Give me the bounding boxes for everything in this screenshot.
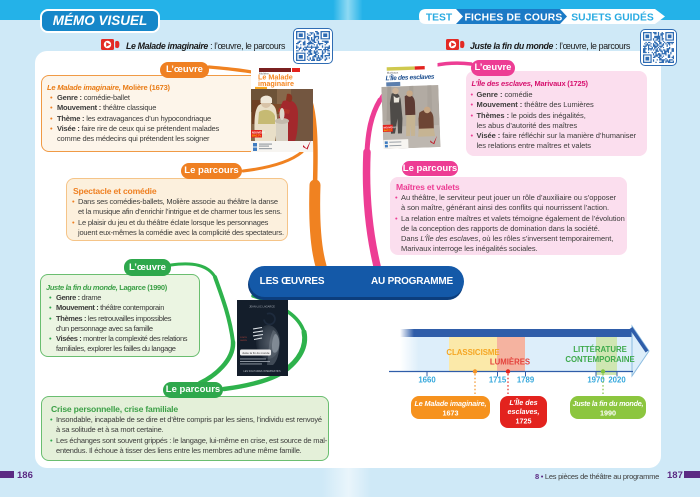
svg-text:NOUVEAU: NOUVEAU [252, 131, 265, 135]
svg-text:1660: 1660 [418, 376, 436, 385]
svg-text:2020: 2020 [608, 376, 626, 385]
svg-text:SUJETS GUIDÉS: SUJETS GUIDÉS [571, 11, 654, 24]
svg-text:1970: 1970 [587, 376, 605, 385]
svg-text:1990: 1990 [600, 409, 616, 418]
svg-text:L’Île des: L’Île des [509, 398, 537, 407]
svg-text:FICHES DE COURS: FICHES DE COURS [465, 13, 563, 24]
svg-text:Marivaux: Marivaux [387, 70, 399, 74]
svg-text:NOUVEAU: NOUVEAU [384, 126, 396, 129]
svg-text:JEAN-LUC LAGARCE: JEAN-LUC LAGARCE [249, 305, 275, 309]
svg-text:Molière: Molière [259, 71, 269, 75]
svg-text:esclaves,: esclaves, [508, 407, 540, 416]
svg-text:LUMIÈRES: LUMIÈRES [490, 358, 530, 367]
svg-text:1673: 1673 [443, 409, 459, 418]
svg-text:JUSTE: JUSTE [240, 337, 247, 339]
svg-text:Juste la fin du monde: Juste la fin du monde [242, 351, 270, 355]
svg-text:CONTEMPORAINE: CONTEMPORAINE [565, 355, 634, 364]
svg-text:BAC Fr: BAC Fr [252, 133, 261, 137]
svg-text:Le Malade: Le Malade [258, 73, 293, 82]
svg-text:1789: 1789 [517, 376, 535, 385]
svg-text:Le Malade imaginaire,: Le Malade imaginaire, [415, 399, 487, 408]
svg-text:LA FIN: LA FIN [240, 339, 247, 342]
svg-text:1725: 1725 [516, 417, 532, 426]
svg-text:BAC Fr: BAC Fr [384, 129, 392, 132]
svg-text:TEST: TEST [426, 13, 453, 24]
svg-text:CLASSICISME: CLASSICISME [446, 348, 499, 357]
svg-text:imaginaire: imaginaire [258, 79, 294, 88]
svg-text:LES SOLITAIRES INTEMPESTIFS: LES SOLITAIRES INTEMPESTIFS [243, 370, 281, 373]
svg-text:LITTÉRATURE: LITTÉRATURE [573, 345, 627, 354]
svg-text:Juste la fin du monde,: Juste la fin du monde, [573, 399, 644, 408]
svg-text:L’Île des esclaves: L’Île des esclaves [385, 72, 435, 83]
svg-text:1715: 1715 [489, 376, 507, 385]
